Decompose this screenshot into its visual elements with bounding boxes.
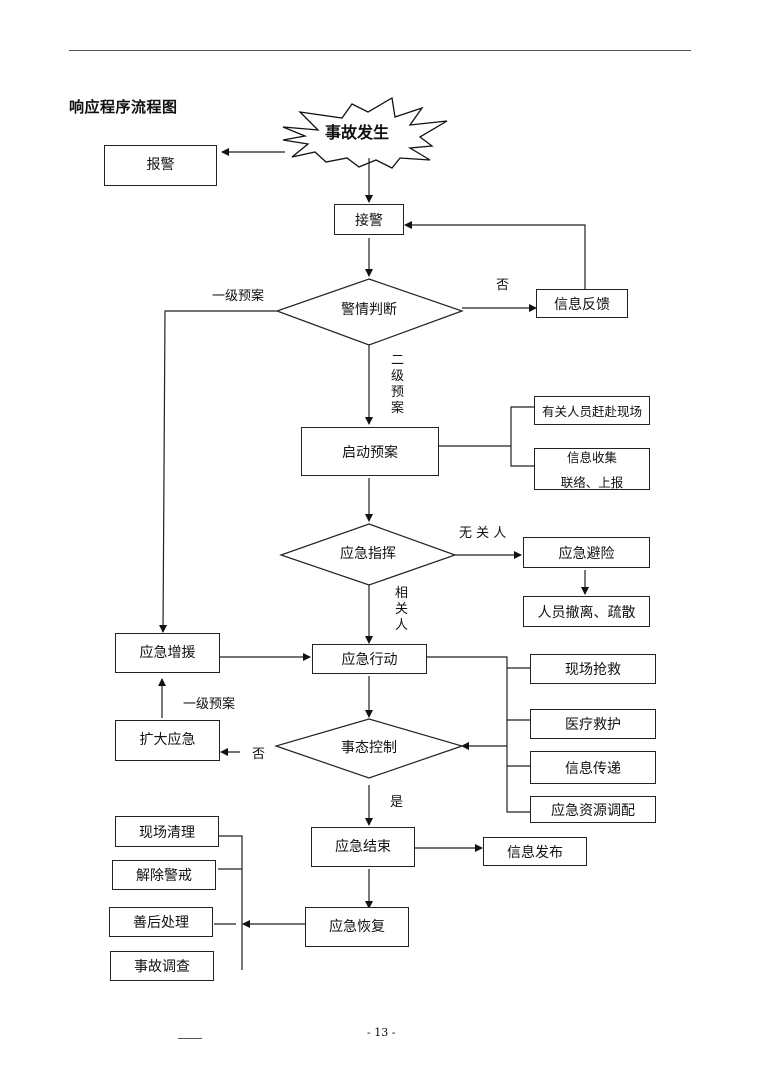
node-end-label: 应急结束 — [335, 839, 391, 855]
label-level2-plan: 二级预案 — [391, 353, 405, 416]
label-related-people: 相关人 — [395, 586, 409, 633]
node-onsite-rescue-label: 现场抢救 — [565, 662, 621, 678]
diamond-judge — [275, 278, 464, 346]
label-unrelated-people: 无 关 人 — [459, 526, 507, 541]
node-command: 应急指挥 — [340, 546, 396, 562]
footer-rule — [178, 1038, 202, 1039]
diamond-command — [279, 523, 457, 586]
label-no-expand: 否 — [252, 747, 266, 762]
node-resource-dispatch: 应急资源调配 — [530, 796, 656, 823]
node-control: 事态控制 — [341, 740, 397, 756]
label-yes-end: 是 — [390, 795, 404, 810]
node-onsite-rescue: 现场抢救 — [530, 654, 656, 684]
node-start: 事故发生 — [324, 123, 390, 142]
node-recovery-label: 应急恢复 — [329, 919, 385, 935]
node-reinforce: 应急增援 — [115, 633, 220, 673]
node-lift-alert: 解除警戒 — [112, 860, 216, 890]
node-investigation: 事故调查 — [110, 951, 214, 981]
node-lift-alert-label: 解除警戒 — [136, 868, 192, 884]
node-personnel-to-site-label: 有关人员赶赴现场 — [541, 404, 642, 419]
node-info-collect-line2: 联络、上报 — [560, 475, 624, 490]
node-evacuate-risk: 应急避险 — [523, 537, 650, 568]
label-level1-plan-top: 一级预案 — [212, 289, 265, 304]
node-expand: 扩大应急 — [115, 720, 220, 761]
node-recovery: 应急恢复 — [305, 907, 409, 947]
node-site-cleanup: 现场清理 — [115, 816, 219, 847]
burst-shape — [282, 96, 448, 169]
edge-feedback-receive — [404, 221, 586, 290]
node-investigation-label: 事故调查 — [134, 959, 190, 975]
node-alarm-label: 报警 — [146, 157, 175, 173]
node-personnel-to-site: 有关人员赶赴现场 — [534, 396, 650, 425]
node-resource-dispatch-label: 应急资源调配 — [551, 802, 635, 819]
node-medical-care-label: 医疗救护 — [565, 717, 621, 733]
edge-action-bracket — [427, 656, 530, 813]
node-feedback: 信息反馈 — [536, 289, 628, 318]
node-alarm: 报警 — [104, 145, 217, 186]
edge-branch-bracket — [510, 406, 534, 467]
node-info-transfer-label: 信息传递 — [565, 760, 621, 777]
node-site-cleanup-label: 现场清理 — [139, 824, 195, 841]
node-feedback-label: 信息反馈 — [554, 296, 610, 313]
header-rule — [69, 50, 691, 51]
node-activate-plan-label: 启动预案 — [342, 444, 398, 461]
edge-left-bracket — [216, 835, 243, 970]
node-evacuate-risk-label: 应急避险 — [558, 545, 615, 562]
node-receive-alarm-label: 接警 — [355, 212, 383, 229]
node-evacuation-label: 人员撤离、疏散 — [537, 604, 636, 621]
node-action: 应急行动 — [312, 644, 427, 674]
node-receive-alarm: 接警 — [334, 204, 404, 235]
page-number: - 13 - — [367, 1026, 396, 1039]
node-info-release-label: 信息发布 — [507, 844, 563, 861]
label-level1-plan-bottom: 一级预案 — [183, 697, 236, 712]
node-medical-care: 医疗救护 — [530, 709, 656, 739]
node-reinforce-label: 应急增援 — [139, 645, 196, 661]
page-title: 响应程序流程图 — [69, 98, 178, 116]
edge-judge-reinforce — [159, 310, 277, 633]
node-end: 应急结束 — [311, 827, 415, 867]
node-action-label: 应急行动 — [341, 652, 398, 668]
label-no-feedback: 否 — [496, 278, 510, 293]
diamond-control — [274, 718, 464, 779]
node-info-release: 信息发布 — [483, 837, 587, 866]
node-expand-label: 扩大应急 — [139, 732, 196, 748]
node-info-collect: 信息收集 联络、上报 — [534, 448, 650, 490]
node-aftermath: 善后处理 — [109, 907, 213, 937]
node-evacuation: 人员撤离、疏散 — [523, 596, 650, 627]
node-info-transfer: 信息传递 — [530, 751, 656, 784]
node-info-collect-line1: 信息收集 — [566, 450, 617, 465]
node-activate-plan: 启动预案 — [301, 427, 439, 476]
node-judge: 警情判断 — [341, 302, 397, 318]
node-aftermath-label: 善后处理 — [133, 915, 189, 931]
